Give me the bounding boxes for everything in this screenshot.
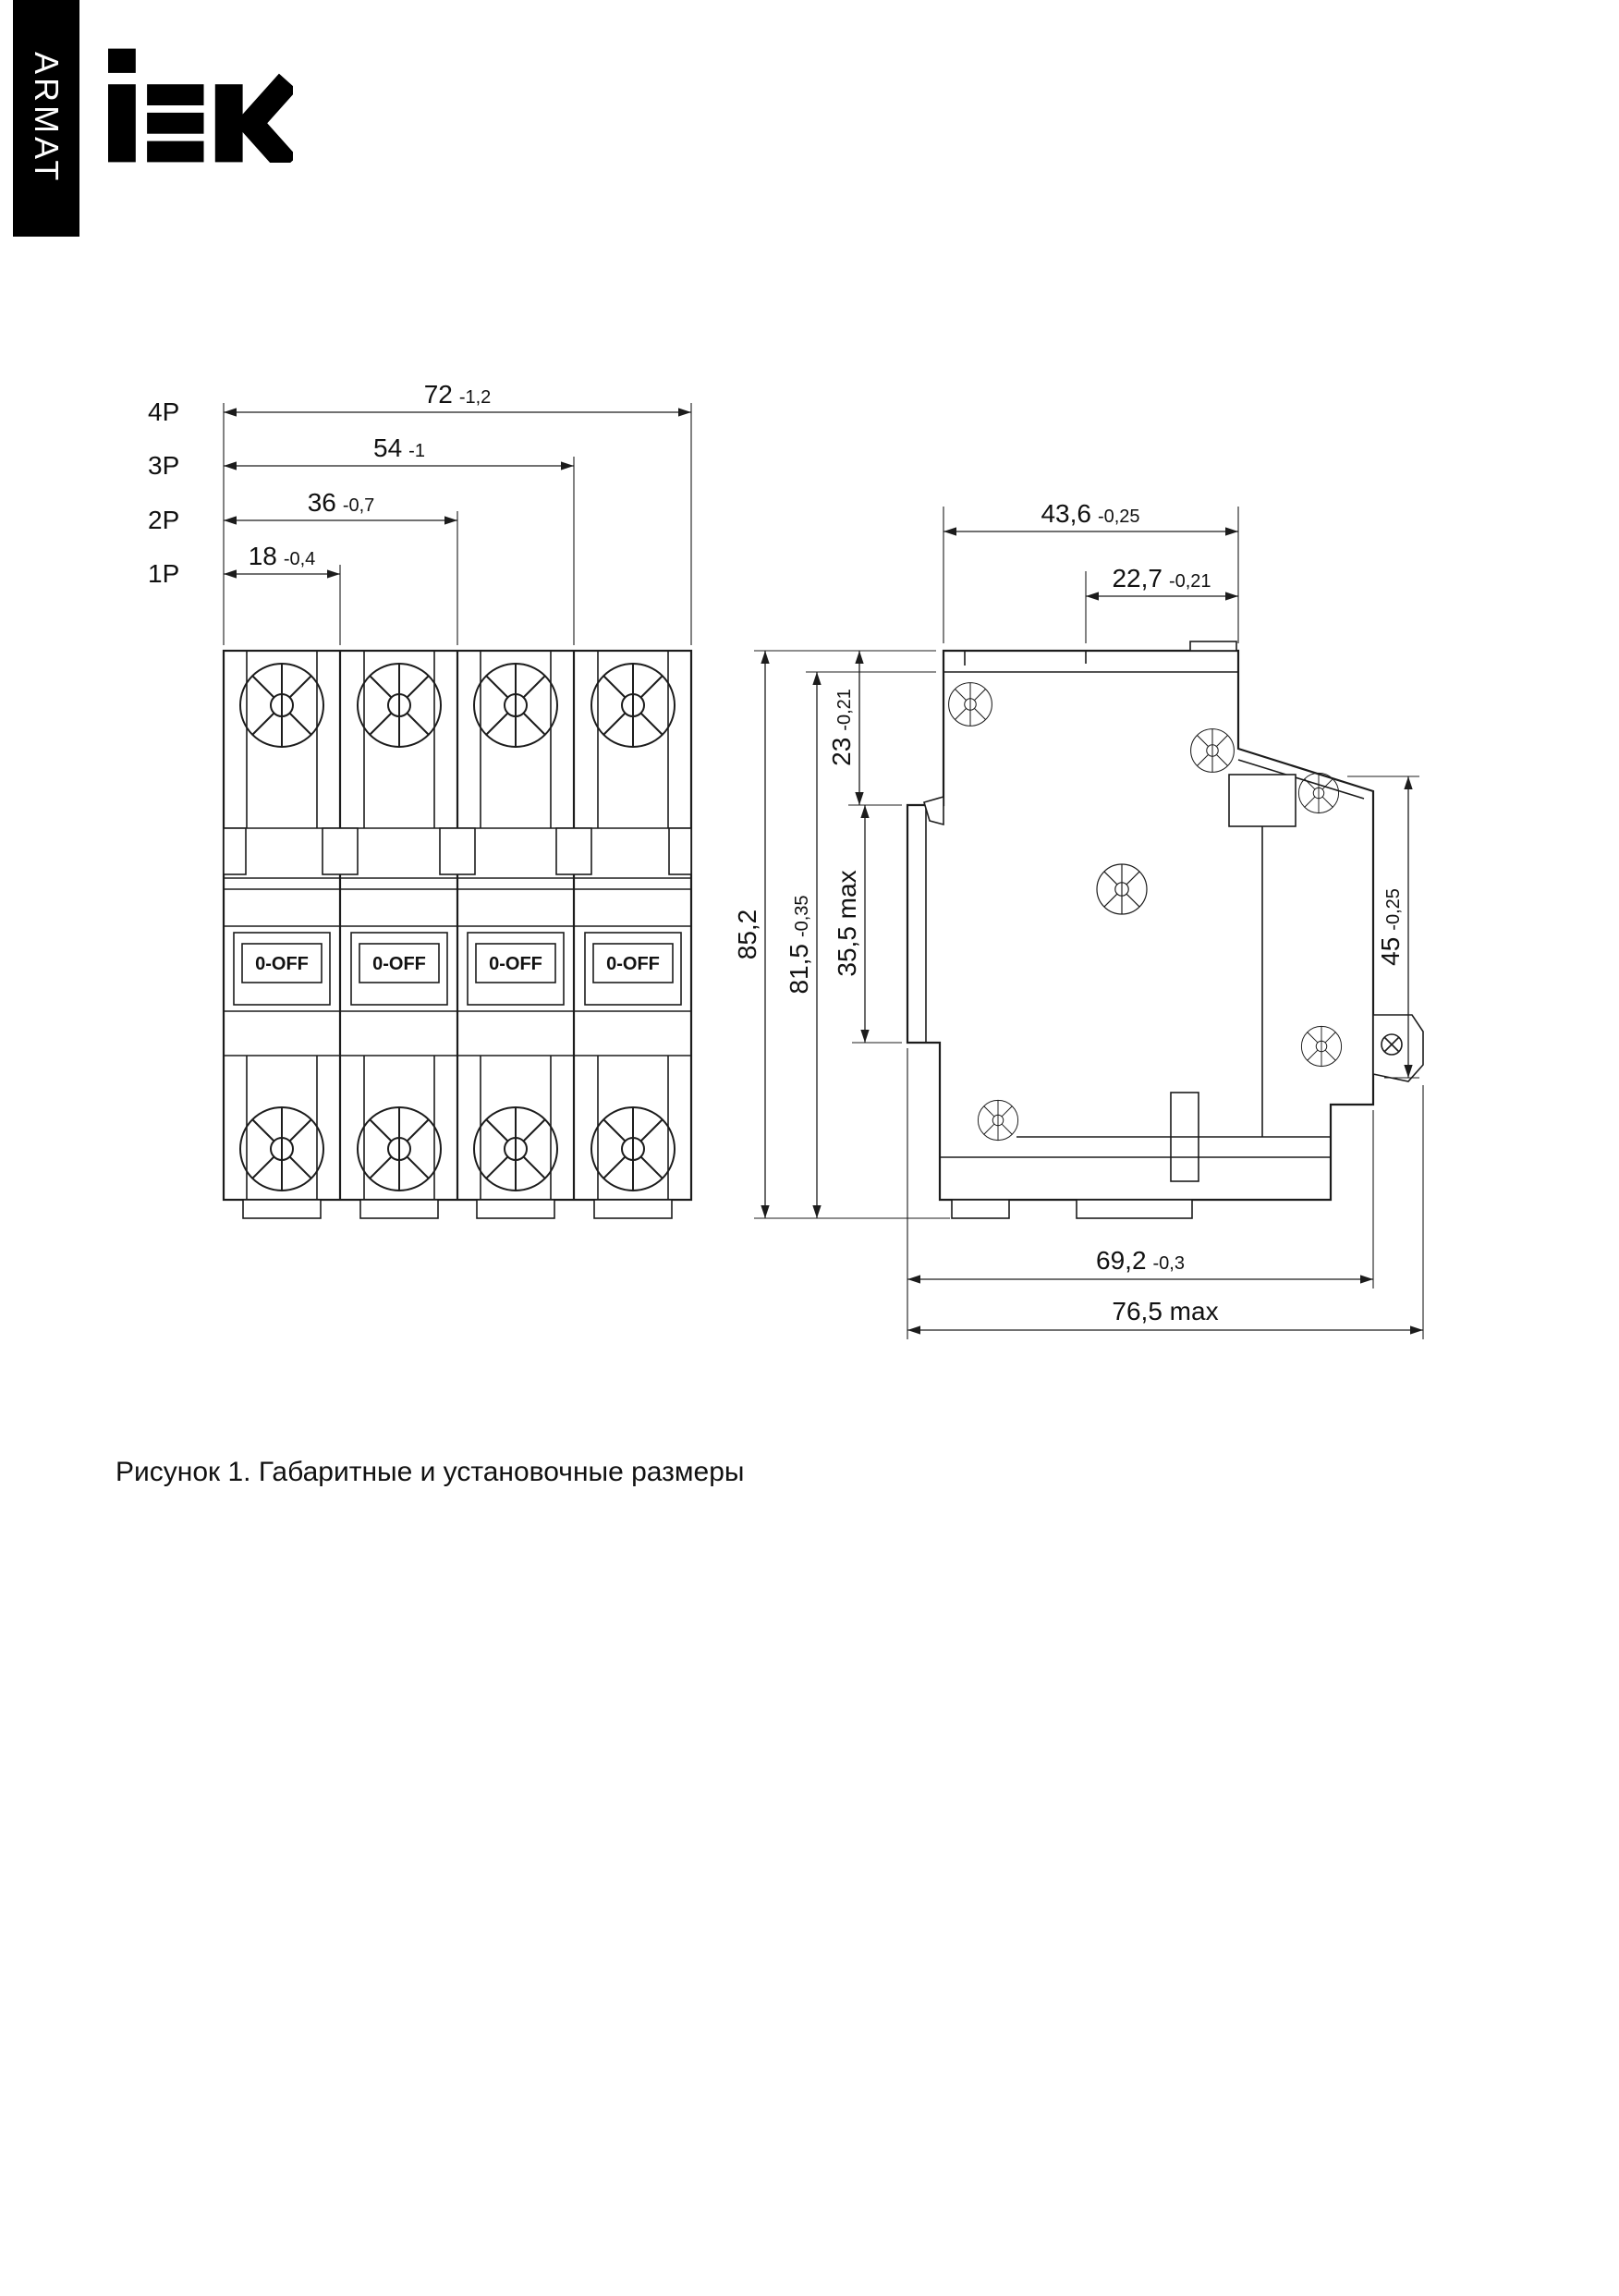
pole-label-1p: 1P: [148, 559, 179, 588]
pole-label-3p: 3P: [148, 451, 179, 480]
housing-screws: [948, 682, 1343, 1142]
figure-caption: Рисунок 1. Габаритные и установочные раз…: [116, 1457, 745, 1487]
front-latch-tab: [923, 795, 944, 826]
logo-e-bar: [147, 140, 204, 163]
side-mounting-feet: [951, 1199, 1193, 1219]
logo-e-bar: [147, 112, 204, 134]
iek-logo: [108, 48, 298, 173]
toggle-switch: 0-OFF: [467, 932, 565, 1006]
pole-label-4p: 4P: [148, 397, 179, 426]
logo-e-bar: [147, 84, 204, 105]
dim-body-height: 81,5-0,35: [785, 895, 813, 994]
dim-overall-height: 85,2: [733, 910, 761, 960]
front-dimensions: 4P 3P 2P 1P 72-1,2 54-1 36-0,7 18-0,4: [148, 380, 692, 645]
toggle-label: 0-OFF: [489, 954, 542, 974]
side-detail-lines: [923, 641, 1365, 1182]
dim-width-2p: 36-0,7: [308, 488, 375, 517]
brand-vertical-label: ARMAT: [28, 52, 66, 185]
toggle-switch: 0-OFF: [584, 932, 682, 1006]
dim-width-4p: 72-1,2: [424, 380, 492, 409]
dim-mounting-depth: 69,2-0,3: [1096, 1246, 1185, 1275]
toggle-switch: 0-OFF: [350, 932, 448, 1006]
dim-front-height: 35,5 max: [833, 870, 861, 976]
toggle-label: 0-OFF: [606, 954, 660, 974]
pole-label-2p: 2P: [148, 506, 179, 534]
toggle-switch: 0-OFF: [233, 932, 331, 1006]
dim-width-3p: 54-1: [373, 434, 425, 462]
iek-logo-glyphs: [108, 48, 298, 173]
dim-upper-width: 22,7-0,21: [1112, 564, 1211, 592]
dim-max-depth: 76,5 max: [1112, 1297, 1218, 1325]
mounting-feet: [242, 1199, 673, 1219]
logo-i-stem: [108, 84, 136, 163]
logo-i-dot: [108, 48, 136, 73]
brand-sidebar: ARMAT: [13, 0, 79, 237]
dim-top-width: 43,6-0,25: [1041, 499, 1139, 528]
dim-din-height: 45-0,25: [1376, 888, 1405, 966]
dim-front-offset: 23-0,21: [827, 689, 856, 766]
logo-k-lower: [235, 107, 298, 173]
din-rail-clip: [1372, 1014, 1424, 1082]
toggle-label: 0-OFF: [255, 954, 309, 974]
dim-width-1p: 18-0,4: [249, 542, 316, 570]
toggle-label: 0-OFF: [372, 954, 426, 974]
terminal-clamps: [223, 827, 692, 875]
front-view: 0-OFF 0-OFF 0-OFF 0-OFF: [222, 649, 693, 1219]
rating-plate: [1228, 774, 1296, 827]
side-dimensions: 43,6-0,25 22,7-0,21 85,2 81,5-0,35 23-0,…: [733, 499, 1424, 1339]
side-view: [906, 641, 1424, 1219]
side-body-outline: [906, 649, 1375, 1202]
